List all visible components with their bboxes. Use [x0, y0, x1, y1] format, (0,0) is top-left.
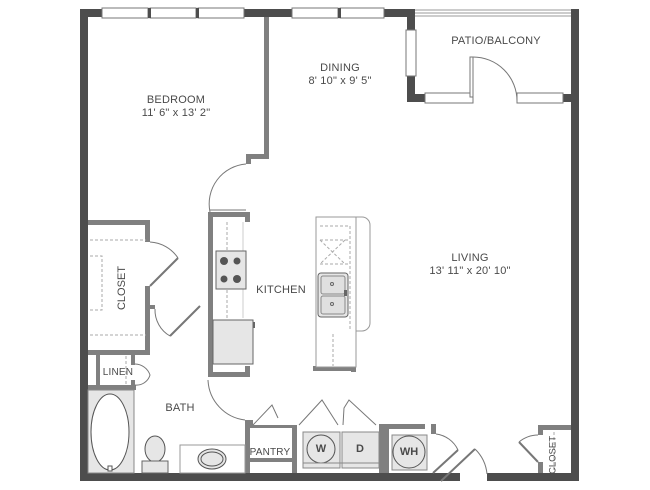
laundry-fixtures	[302, 431, 428, 471]
dryer-label: D	[356, 443, 364, 455]
washer-label: W	[315, 443, 327, 455]
room-label-closet-bedroom: CLOSET	[116, 265, 128, 311]
room-label-patio: PATIO/BALCONY	[451, 35, 541, 48]
water-heater-label: WH	[399, 446, 419, 458]
room-label-closet-entry: CLOSET	[547, 435, 559, 475]
room-label-pantry: PANTRY	[250, 446, 291, 459]
room-label-linen: LINEN	[103, 366, 133, 379]
room-name: BEDROOM	[146, 94, 206, 106]
room-label-kitchen: KITCHEN	[256, 284, 306, 297]
room-label-living: LIVING 13' 11" x 20' 10"	[429, 252, 510, 278]
patio-railing	[415, 9, 571, 17]
interior-walls	[88, 17, 571, 473]
doors	[134, 163, 539, 482]
room-name: LIVING	[451, 252, 489, 264]
room-name: BATH	[165, 402, 195, 414]
room-name: KITCHEN	[256, 284, 306, 296]
room-dimensions: 8' 10" x 9' 5"	[308, 75, 372, 87]
kitchen-fixtures	[212, 216, 371, 368]
room-dimensions: 11' 6" x 13' 2"	[141, 107, 211, 119]
room-dimensions: 13' 11" x 20' 10"	[429, 265, 511, 277]
closet-shelves	[90, 239, 555, 472]
bath-fixtures	[87, 389, 246, 474]
patio-door	[469, 56, 518, 102]
room-label-bedroom: BEDROOM 11' 6" x 13' 2"	[142, 94, 211, 120]
room-name: PANTRY	[249, 447, 291, 458]
windows	[101, 7, 564, 104]
room-name: LINEN	[102, 367, 134, 378]
exterior-walls	[80, 9, 579, 481]
room-name: PATIO/BALCONY	[451, 35, 541, 47]
room-label-bath: BATH	[165, 402, 194, 415]
room-name: DINING	[320, 62, 360, 74]
room-label-dining: DINING 8' 10" x 9' 5"	[308, 62, 371, 88]
